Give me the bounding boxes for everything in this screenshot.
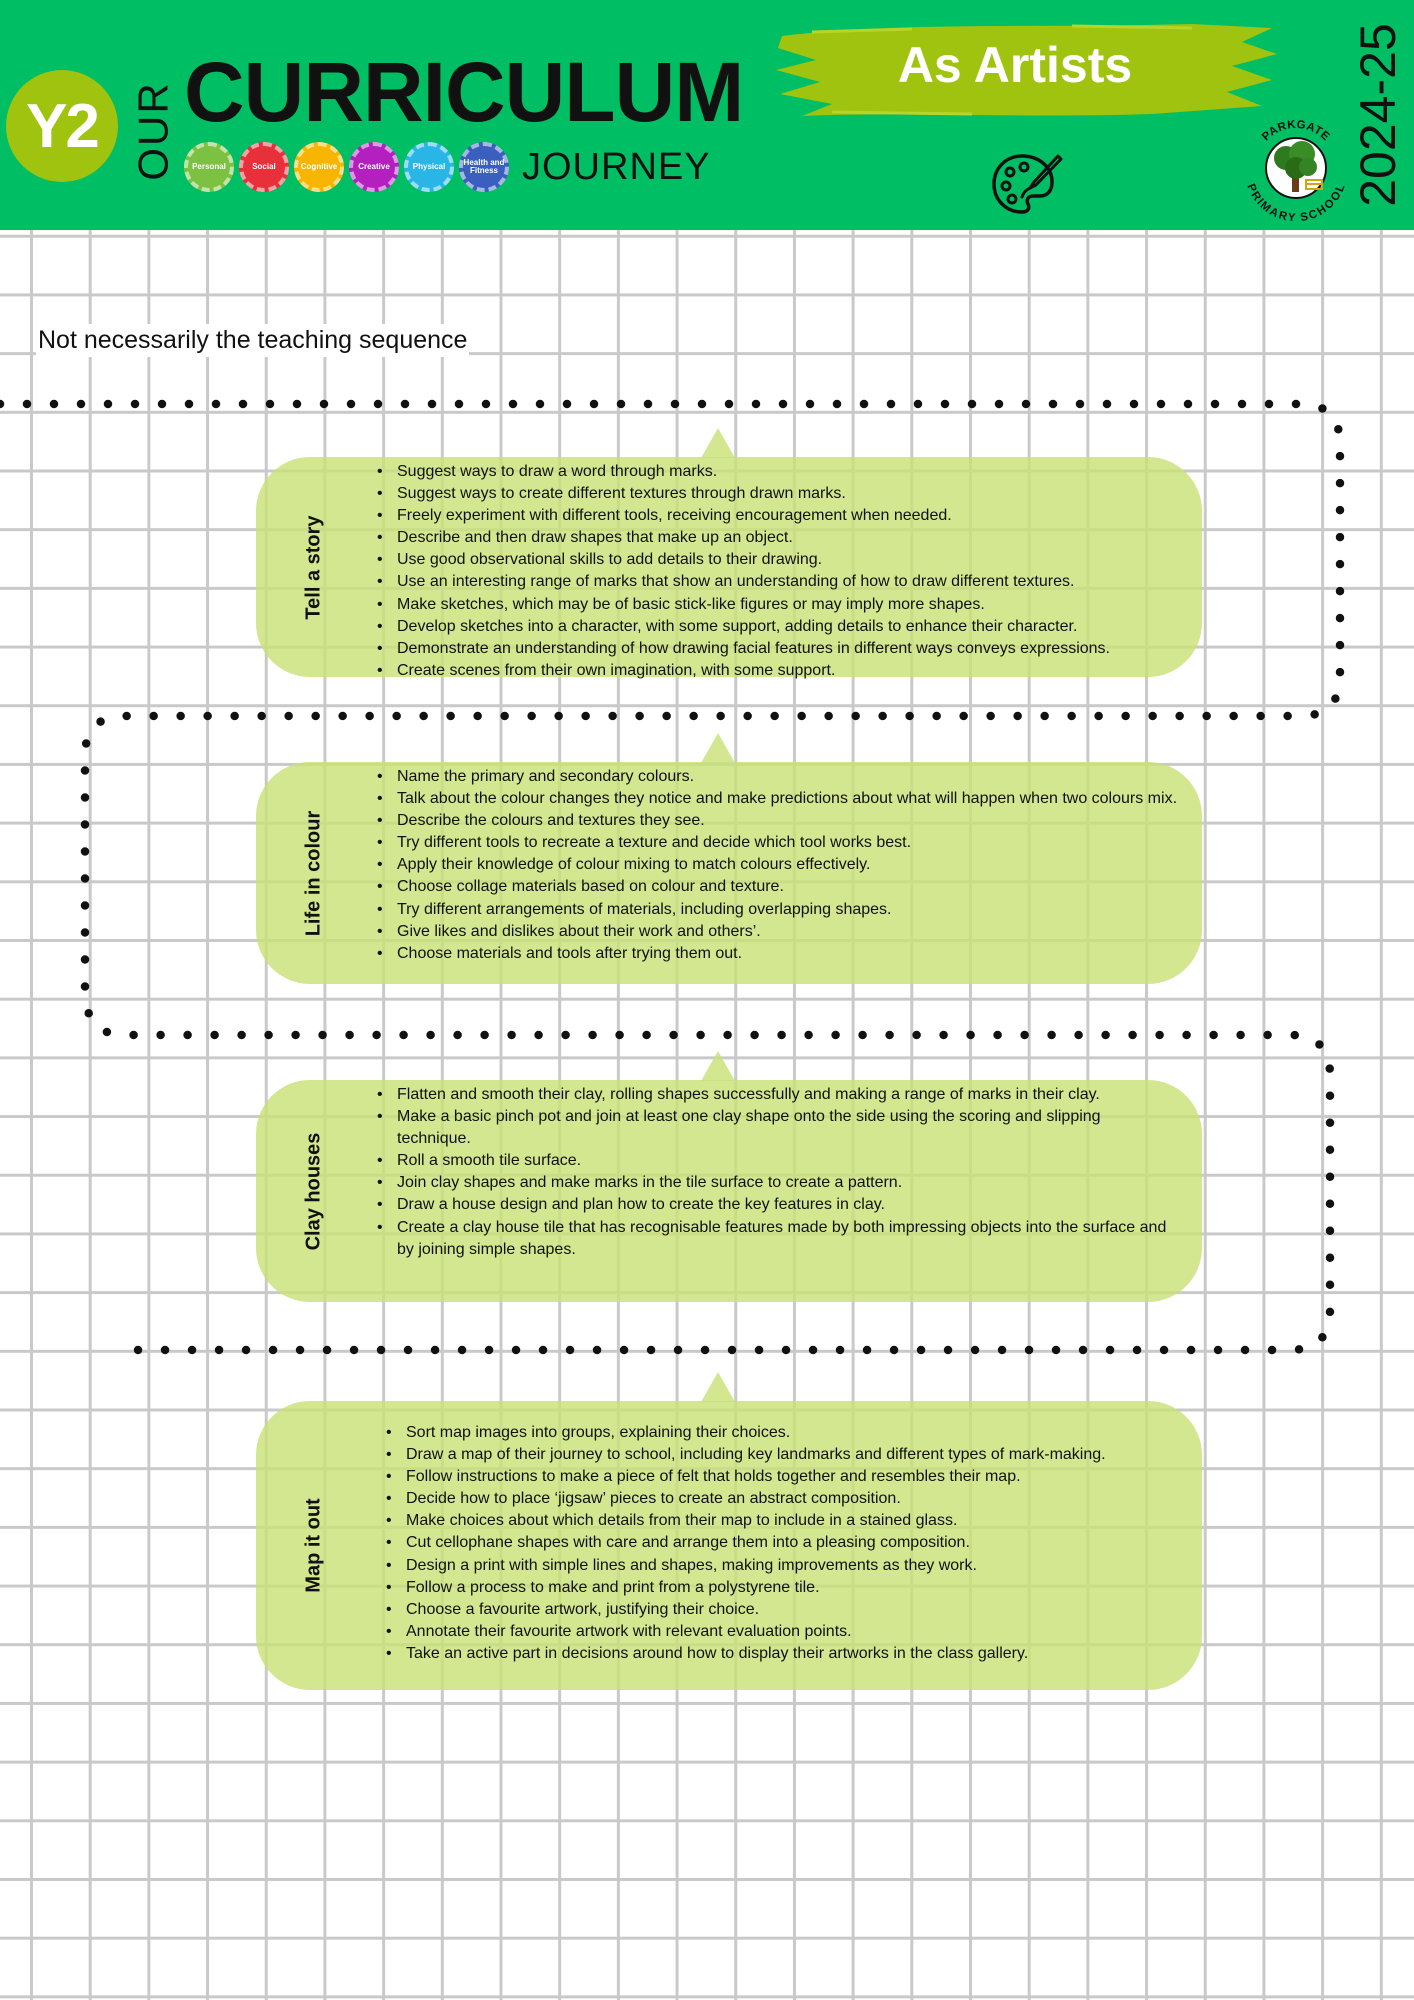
school-logo: PARKGATE PRIMARY SCHOOL [1244, 119, 1347, 224]
curriculum-title: CURRICULUM [184, 45, 744, 139]
list-item: Choose collage materials based on colour… [377, 876, 1177, 898]
card-label-tell-a-story: Tell a story [256, 457, 372, 677]
list-item: Create a clay house tile that has recogn… [377, 1217, 1177, 1261]
card-list-life-in-colour: Name the primary and secondary colours. … [377, 766, 1177, 965]
card-label-clay-houses: Clay houses [256, 1080, 372, 1302]
list-item: Give likes and dislikes about their work… [377, 921, 1177, 943]
list-item: Roll a smooth tile surface. [377, 1150, 1177, 1172]
list-item: Suggest ways to draw a word through mark… [377, 461, 1177, 483]
gear-icon-cognitive: Cognitive [294, 142, 344, 192]
year-badge: Y2 [6, 70, 118, 182]
card-arrow-clay-houses [701, 1051, 735, 1081]
list-item: Use an interesting range of marks that s… [377, 571, 1177, 593]
sequence-note: Not necessarily the teaching sequence [36, 324, 470, 357]
header-banner: Y2 OUR CURRICULUM Personal Social Cognit… [0, 0, 1414, 230]
list-item: Follow a process to make and print from … [386, 1577, 1186, 1599]
list-item: Choose materials and tools after trying … [377, 943, 1177, 965]
list-item: Describe the colours and textures they s… [377, 810, 1177, 832]
card-list-clay-houses: Flatten and smooth their clay, rolling s… [377, 1084, 1177, 1261]
list-item: Take an active part in decisions around … [386, 1643, 1186, 1665]
list-item: Name the primary and secondary colours. [377, 766, 1177, 788]
brush-stroke-banner [776, 24, 1277, 116]
list-item: Make sketches, which may be of basic sti… [377, 594, 1177, 616]
card-label-text: Tell a story [302, 514, 325, 620]
card-list-map-it-out: Sort map images into groups, explaining … [386, 1422, 1186, 1665]
gear-label-health: Health and Fitness [463, 158, 505, 175]
list-item: Demonstrate an understanding of how draw… [377, 638, 1177, 660]
list-item: Draw a house design and plan how to crea… [377, 1194, 1177, 1216]
card-label-text: Map it out [302, 1498, 325, 1593]
list-item: Make a basic pinch pot and join at least… [377, 1106, 1177, 1150]
list-item: Create scenes from their own imagination… [377, 660, 1177, 682]
card-tell-a-story: Tell a story Suggest ways to draw a word… [256, 457, 1202, 682]
list-item: Design a print with simple lines and sha… [386, 1555, 1186, 1577]
list-item: Try different tools to recreate a textur… [377, 832, 1177, 854]
gear-row: Personal Social Cognitive Creative Physi… [184, 142, 509, 194]
gear-label-personal: Personal [192, 162, 226, 171]
gear-label-physical: Physical [412, 162, 446, 171]
card-list-tell-a-story: Suggest ways to draw a word through mark… [377, 461, 1177, 682]
year-badge-text: Y2 [26, 91, 100, 161]
list-item: Use good observational skills to add det… [377, 549, 1177, 571]
list-item: Talk about the colour changes they notic… [377, 788, 1177, 810]
list-item: Freely experiment with different tools, … [377, 505, 1177, 527]
list-item: Describe and then draw shapes that make … [377, 527, 1177, 549]
list-item: Choose a favourite artwork, justifying t… [386, 1599, 1186, 1621]
subject-title: As Artists [897, 37, 1133, 93]
gear-icon-creative: Creative [349, 142, 399, 192]
list-item: Join clay shapes and make marks in the t… [377, 1172, 1177, 1194]
list-item: Suggest ways to create different texture… [377, 483, 1177, 505]
list-item: Apply their knowledge of colour mixing t… [377, 854, 1177, 876]
card-life-in-colour: Life in colour Name the primary and seco… [256, 762, 1202, 984]
gear-icon-health: Health and Fitness [459, 142, 509, 192]
card-label-text: Clay houses [302, 1132, 325, 1250]
list-item: Draw a map of their journey to school, i… [386, 1444, 1186, 1466]
list-item: Try different arrangements of materials,… [377, 899, 1177, 921]
list-item: Decide how to place ‘jigsaw’ pieces to c… [386, 1488, 1186, 1510]
list-item: Follow instructions to make a piece of f… [386, 1466, 1186, 1488]
card-map-it-out: Map it out Sort map images into groups, … [256, 1401, 1202, 1690]
list-item: Develop sketches into a character, with … [377, 616, 1177, 638]
gear-icon-social: Social [239, 142, 289, 192]
list-item: Annotate their favourite artwork with re… [386, 1621, 1186, 1643]
palette-brush-icon [992, 154, 1063, 214]
card-arrow-map-it-out [701, 1372, 735, 1402]
list-item: Flatten and smooth their clay, rolling s… [377, 1084, 1177, 1106]
card-clay-houses: Clay houses Flatten and smooth their cla… [256, 1080, 1202, 1302]
gear-label-cognitive: Cognitive [300, 162, 338, 171]
list-item: Cut cellophane shapes with care and arra… [386, 1532, 1186, 1554]
journey-label: JOURNEY [522, 146, 711, 188]
gear-icon-physical: Physical [404, 142, 454, 192]
gear-label-social: Social [252, 162, 276, 171]
list-item: Sort map images into groups, explaining … [386, 1422, 1186, 1444]
card-arrow-tell-a-story [701, 428, 735, 458]
gear-label-creative: Creative [358, 162, 390, 171]
card-arrow-life-in-colour [701, 733, 735, 763]
card-label-text: Life in colour [302, 810, 325, 936]
card-label-life-in-colour: Life in colour [256, 762, 372, 984]
list-item: Make choices about which details from th… [386, 1510, 1186, 1532]
gear-icon-personal: Personal [184, 142, 234, 192]
card-label-map-it-out: Map it out [256, 1401, 372, 1690]
